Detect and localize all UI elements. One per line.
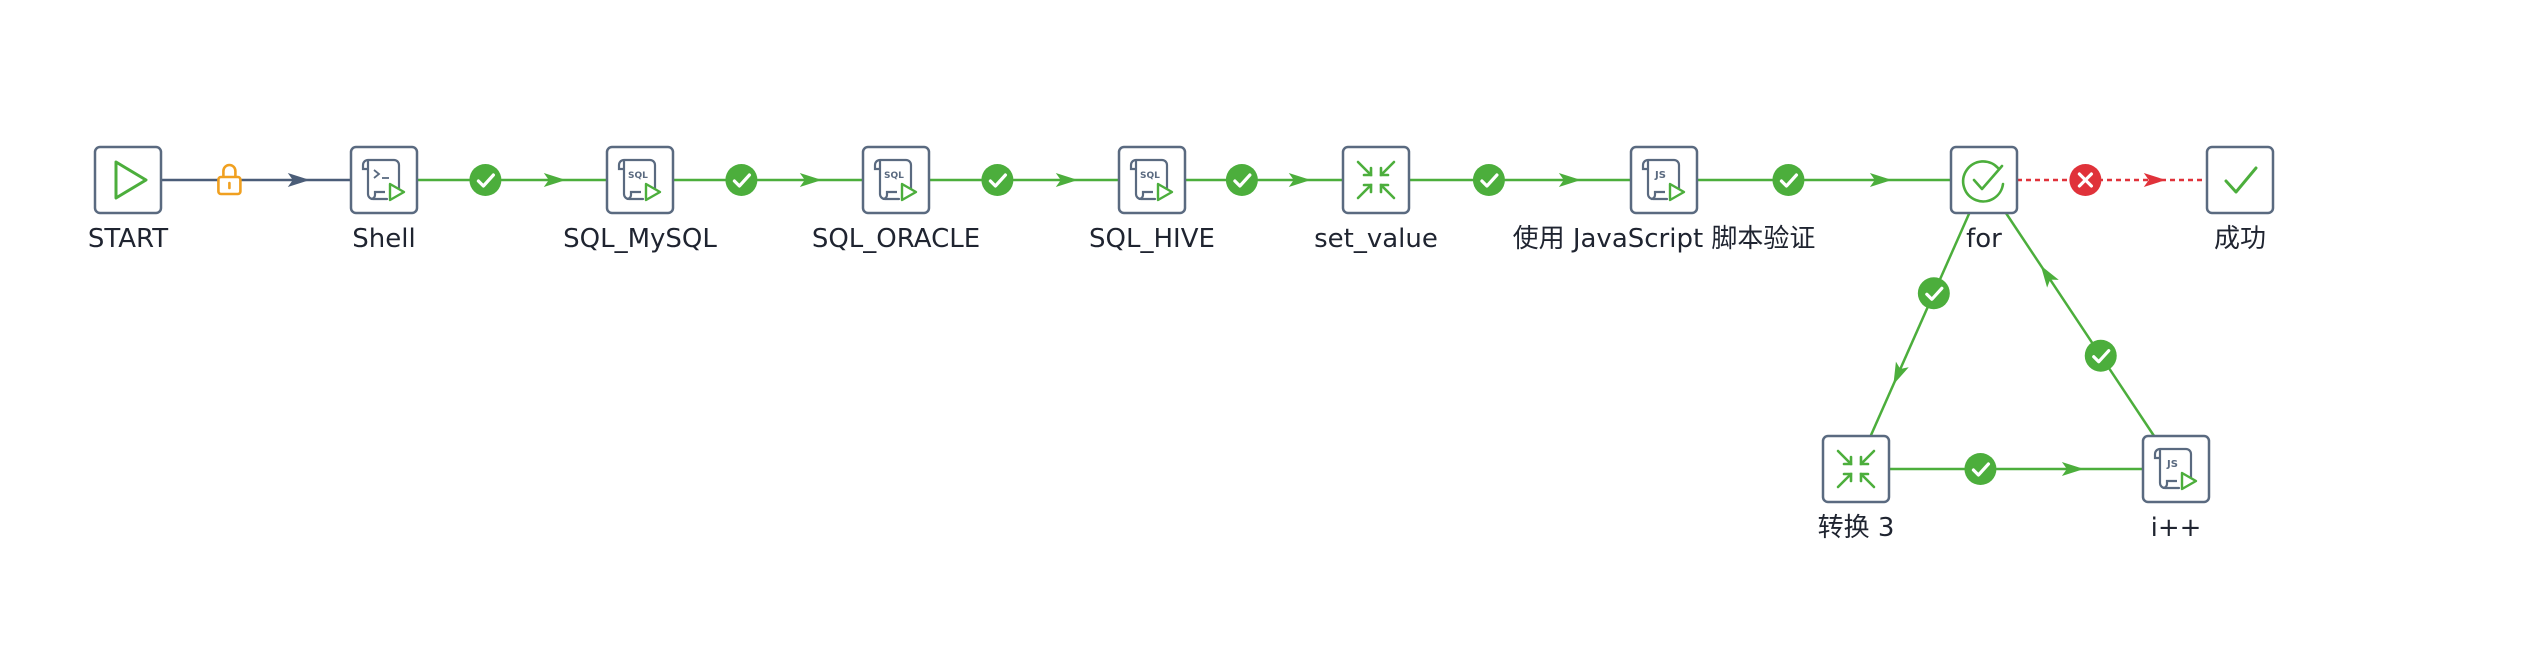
hop-line[interactable] [1869,212,1971,437]
node-label: 转换 3 [1818,513,1895,543]
hop-sql_hive-to-set_value[interactable] [1185,164,1343,196]
hop-shell-to-sql_mysql[interactable] [417,164,607,196]
hops-layer [161,163,2207,485]
transform-icon [1356,160,1396,200]
svg-text:JS: JS [2166,459,2178,470]
node-shell[interactable]: Shell [349,145,419,254]
hop-start-to-shell[interactable] [161,163,351,196]
shell-script-icon [361,158,406,202]
hop-iplusplus-to-for[interactable] [2004,212,2156,437]
js-script-icon: JS [2153,447,2198,491]
success-icon [2224,166,2258,194]
node-box[interactable] [1821,434,1891,504]
svg-text:JS: JS [1654,170,1666,181]
node-label: i++ [2151,513,2202,543]
hop-arrow-icon [287,173,310,187]
hop-js_verify-to-for[interactable] [1697,164,1951,196]
node-transform3[interactable]: 转换 3 [1818,434,1895,543]
check-badge-icon[interactable] [1964,453,1997,485]
node-box[interactable] [2205,145,2275,215]
hop-sql_mysql-to-sql_oracle[interactable] [673,164,863,196]
hop-arrow-icon [543,173,566,187]
node-box[interactable] [1949,145,2019,215]
svg-text:SQL: SQL [884,171,904,181]
node-sql-mysql[interactable]: SQL SQL_MySQL [563,145,717,254]
node-label: for [1966,224,2002,254]
hop-for-to-transform3[interactable] [1869,212,1971,437]
check-badge-icon[interactable] [2084,339,2117,372]
js-script-icon: JS [1641,158,1686,202]
hop-arrow-icon [1869,173,1892,187]
check-badge-icon[interactable] [1772,164,1805,196]
node-label: START [88,224,168,254]
check-badge-icon[interactable] [1472,164,1505,196]
node-box[interactable] [1341,145,1411,215]
hop-arrow-icon [1055,173,1078,187]
node-iplusplus[interactable]: JS i++ [2141,434,2211,543]
node-start[interactable]: START [88,145,168,254]
hop-set_value-to-js_verify[interactable] [1409,164,1631,196]
sql-script-icon: SQL [1129,158,1174,202]
hop-arrow-icon [1558,173,1581,187]
node-set-value[interactable]: set_value [1314,145,1438,254]
check-badge-icon[interactable] [981,164,1014,196]
hop-arrow-icon [2061,462,2084,476]
check-badge-icon[interactable] [1917,277,1950,310]
node-label: SQL_ORACLE [812,224,980,254]
node-box[interactable] [93,145,163,215]
hop-arrow-icon [1893,361,1909,385]
node-for[interactable]: for [1949,145,2019,254]
node-sql-oracle[interactable]: SQL SQL_ORACLE [812,145,980,254]
node-js-verify[interactable]: JS 使用 JavaScript 脚本验证 [1513,145,1816,254]
hop-arrow-icon [2040,265,2059,288]
hop-for-to-success[interactable] [2017,164,2207,196]
node-label: 成功 [2214,224,2266,254]
hop-arrow-icon [2143,173,2166,187]
hop-line[interactable] [2004,212,2156,437]
node-label: SQL_MySQL [563,224,717,254]
hop-arrow-icon [1288,173,1311,187]
start-icon [114,160,148,200]
node-success[interactable]: 成功 [2205,145,2275,254]
transform-icon [1836,449,1876,489]
hop-transform3-to-iplusplus[interactable] [1889,453,2143,485]
hop-sql_oracle-to-sql_hive[interactable] [929,164,1119,196]
lock-icon[interactable] [217,163,242,196]
check-badge-icon[interactable] [725,164,758,196]
sql-script-icon: SQL [617,158,662,202]
hop-arrow-icon [799,173,822,187]
node-box[interactable] [349,145,419,215]
check-badge-icon[interactable] [1225,164,1258,196]
node-label: SQL_HIVE [1089,224,1215,254]
node-label: 使用 JavaScript 脚本验证 [1513,224,1816,254]
svg-text:SQL: SQL [628,171,648,181]
node-label: Shell [352,224,415,254]
node-sql-hive[interactable]: SQL SQL_HIVE [1089,145,1215,254]
check-circle-icon [1961,160,2005,203]
node-label: set_value [1314,224,1438,254]
sql-script-icon: SQL [873,158,918,202]
svg-text:SQL: SQL [1140,171,1160,181]
error-badge-icon[interactable] [2069,164,2102,196]
check-badge-icon[interactable] [469,164,502,196]
